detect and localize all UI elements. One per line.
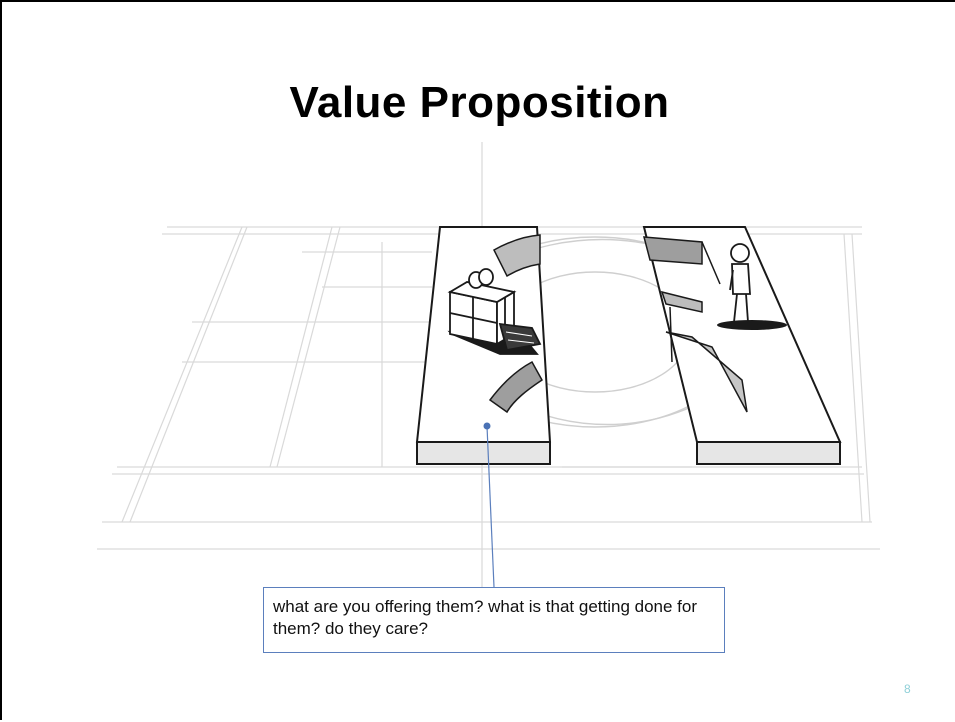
slide-title: Value Proposition [289,78,670,127]
customer-segment-block [642,226,842,465]
person-icon [717,243,787,330]
gift-box-icon [447,268,542,355]
callout-pointer [483,422,495,588]
callout-textbox: what are you offering them? what is that… [263,587,725,653]
page-number: 8 [904,682,911,696]
